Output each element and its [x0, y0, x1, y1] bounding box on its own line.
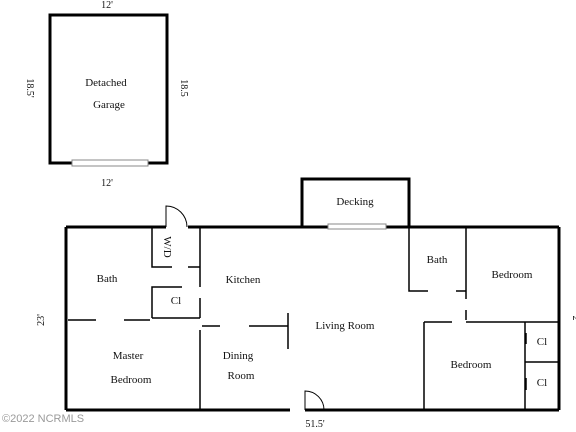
garage-door-opening: [71, 159, 149, 167]
garage-dim-right: 18.5: [178, 79, 189, 97]
living-room-label: Living Room: [316, 320, 375, 332]
garage-label-line2: Garage: [93, 99, 125, 111]
bedroom-ne-label: Bedroom: [492, 269, 533, 281]
bath-right-label: Bath: [427, 254, 448, 266]
closet-right-label-2: Cl: [537, 377, 547, 389]
wd-label: W/D: [161, 236, 173, 257]
decking-walls: [300, 177, 411, 227]
watermark-text: ©2022 NCRMLS: [2, 413, 84, 425]
garage-label-line1: Detached: [85, 77, 127, 89]
decking-structure: Decking: [300, 177, 411, 227]
house-dim-left: 23': [36, 314, 47, 326]
bath-left-label: Bath: [97, 273, 118, 285]
kitchen-label: Kitchen: [226, 274, 261, 286]
left-closet-wall: [151, 286, 182, 318]
wd-closet-wall: [151, 227, 172, 268]
house-dimensions: 23' 2 51.5': [36, 314, 576, 430]
garage-walls: [48, 13, 169, 165]
entry-door-swing-bottom: [304, 390, 325, 411]
house-dim-right: 2: [570, 316, 576, 321]
garage-structure: Detached Garage 12' 12' 18.5' 18.5: [24, 0, 189, 189]
house-structure: [64, 205, 561, 412]
room-labels: W/D Bath Cl Kitchen Living Room Master B…: [97, 236, 548, 389]
entry-door-swing-top: [165, 205, 188, 228]
master-label-line2: Bedroom: [111, 374, 152, 386]
dining-label-line1: Dining: [223, 350, 254, 362]
bath-right-left-wall: [408, 228, 428, 292]
sliding-door: [327, 223, 387, 230]
closet-right-label-1: Cl: [537, 336, 547, 348]
garage-dim-top: 12': [101, 0, 113, 11]
dining-label-line2: Room: [228, 370, 255, 382]
master-label-line1: Master: [113, 350, 144, 362]
house-dim-bottom: 51.5': [305, 419, 325, 430]
closet-left-label: Cl: [171, 295, 181, 307]
bedroom-se-label: Bedroom: [451, 359, 492, 371]
garage-dim-bottom: 12': [101, 178, 113, 189]
decking-label: Decking: [336, 196, 374, 208]
garage-dim-left: 18.5': [24, 78, 35, 98]
